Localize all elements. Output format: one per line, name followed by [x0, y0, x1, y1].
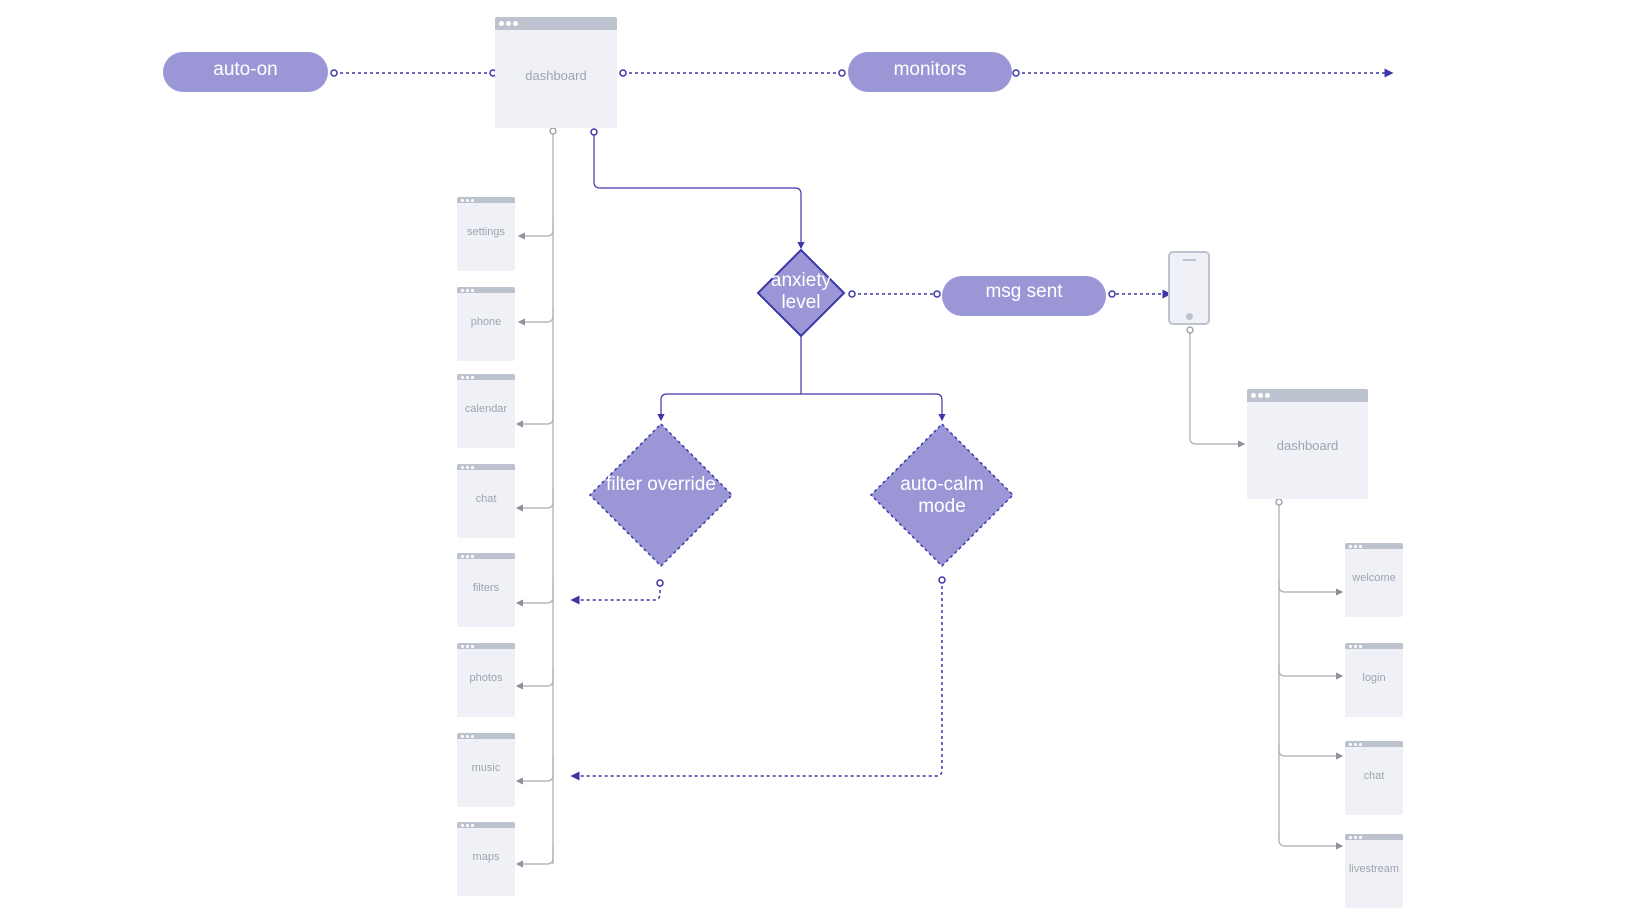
screen-label: music: [471, 762, 501, 774]
window-controls-icon: [461, 822, 474, 828]
window-controls-icon: [461, 733, 474, 739]
connector-auto-calm-to-music: [570, 580, 943, 781]
main-dashboard-window[interactable]: dashboard: [495, 17, 617, 128]
screen-music[interactable]: music: [457, 733, 515, 807]
screen-welcome[interactable]: welcome: [1345, 543, 1403, 617]
window-controls-icon: [461, 553, 474, 559]
top-connectors: [334, 68, 1394, 781]
window-controls-icon: [1349, 543, 1362, 549]
right-dashboard-label: dashboard: [1276, 438, 1339, 453]
screen-label: calendar: [464, 403, 508, 415]
connector-dashboard-to-anxiety: [593, 132, 805, 250]
screen-label: settings: [467, 226, 505, 238]
pill-msg-sent[interactable]: msg sent: [942, 276, 1106, 316]
window-controls-icon: [461, 197, 474, 203]
screen-label: filters: [472, 582, 500, 594]
window-controls-icon: [461, 464, 474, 470]
screen-livestream[interactable]: livestream: [1345, 834, 1403, 908]
dashboard-bottom-port-blue: [590, 128, 598, 136]
screen-label: chat: [1363, 770, 1385, 782]
window-controls-icon: [461, 374, 474, 380]
right-dashboard-window[interactable]: dashboard: [1247, 389, 1368, 499]
screen-chat[interactable]: chat: [457, 464, 515, 538]
window-controls-icon: [461, 287, 474, 293]
window-controls-icon: [461, 643, 474, 649]
window-controls-icon: [499, 17, 518, 30]
decision-auto-calm-mode[interactable]: [869, 422, 1015, 568]
window-controls-icon: [1349, 741, 1362, 747]
screen-label: maps: [472, 851, 500, 863]
right-screens-tree: [1189, 330, 1344, 850]
screen-login[interactable]: login: [1345, 643, 1403, 717]
connector-split-to-filter-override: [657, 393, 801, 422]
window-controls-icon: [1349, 643, 1362, 649]
screen-settings[interactable]: settings: [457, 197, 515, 271]
auto-calm-mode-label: auto-calm mode: [900, 474, 984, 517]
main-dashboard-label: dashboard: [525, 68, 587, 83]
solid-flow: [593, 132, 946, 422]
screen-filters[interactable]: filters: [457, 553, 515, 627]
connector-phone-to-dashboard: [1189, 330, 1246, 448]
screen-label: login: [1362, 672, 1386, 684]
screen-label: livestream: [1348, 863, 1400, 875]
pill-auto-on[interactable]: auto-on: [163, 52, 328, 92]
screen-label: welcome: [1352, 572, 1396, 584]
screen-calendar[interactable]: calendar: [457, 374, 515, 448]
anxiety-level-label: anxiety level: [770, 270, 832, 313]
decision-anxiety-level[interactable]: [756, 248, 846, 338]
window-controls-icon: [1349, 834, 1362, 840]
dashboard-bottom-port-gray: [549, 127, 557, 135]
screen-label: chat: [475, 493, 497, 505]
connector-filter-override-to-filters: [570, 584, 661, 605]
left-screens-tree: [515, 132, 554, 868]
pill-monitors[interactable]: monitors: [848, 52, 1012, 92]
connector-split-to-auto-calm: [801, 393, 946, 422]
screen-phone[interactable]: phone: [457, 287, 515, 361]
screen-label: phone: [470, 316, 502, 328]
filter-override-label: filter override: [606, 474, 716, 495]
screen-chat[interactable]: chat: [1345, 741, 1403, 815]
decision-filter-override[interactable]: [588, 422, 734, 568]
screen-photos[interactable]: photos: [457, 643, 515, 717]
screen-maps[interactable]: maps: [457, 822, 515, 896]
window-controls-icon: [1251, 389, 1270, 402]
screen-label: photos: [469, 672, 503, 684]
smartphone-icon: [1168, 251, 1210, 325]
